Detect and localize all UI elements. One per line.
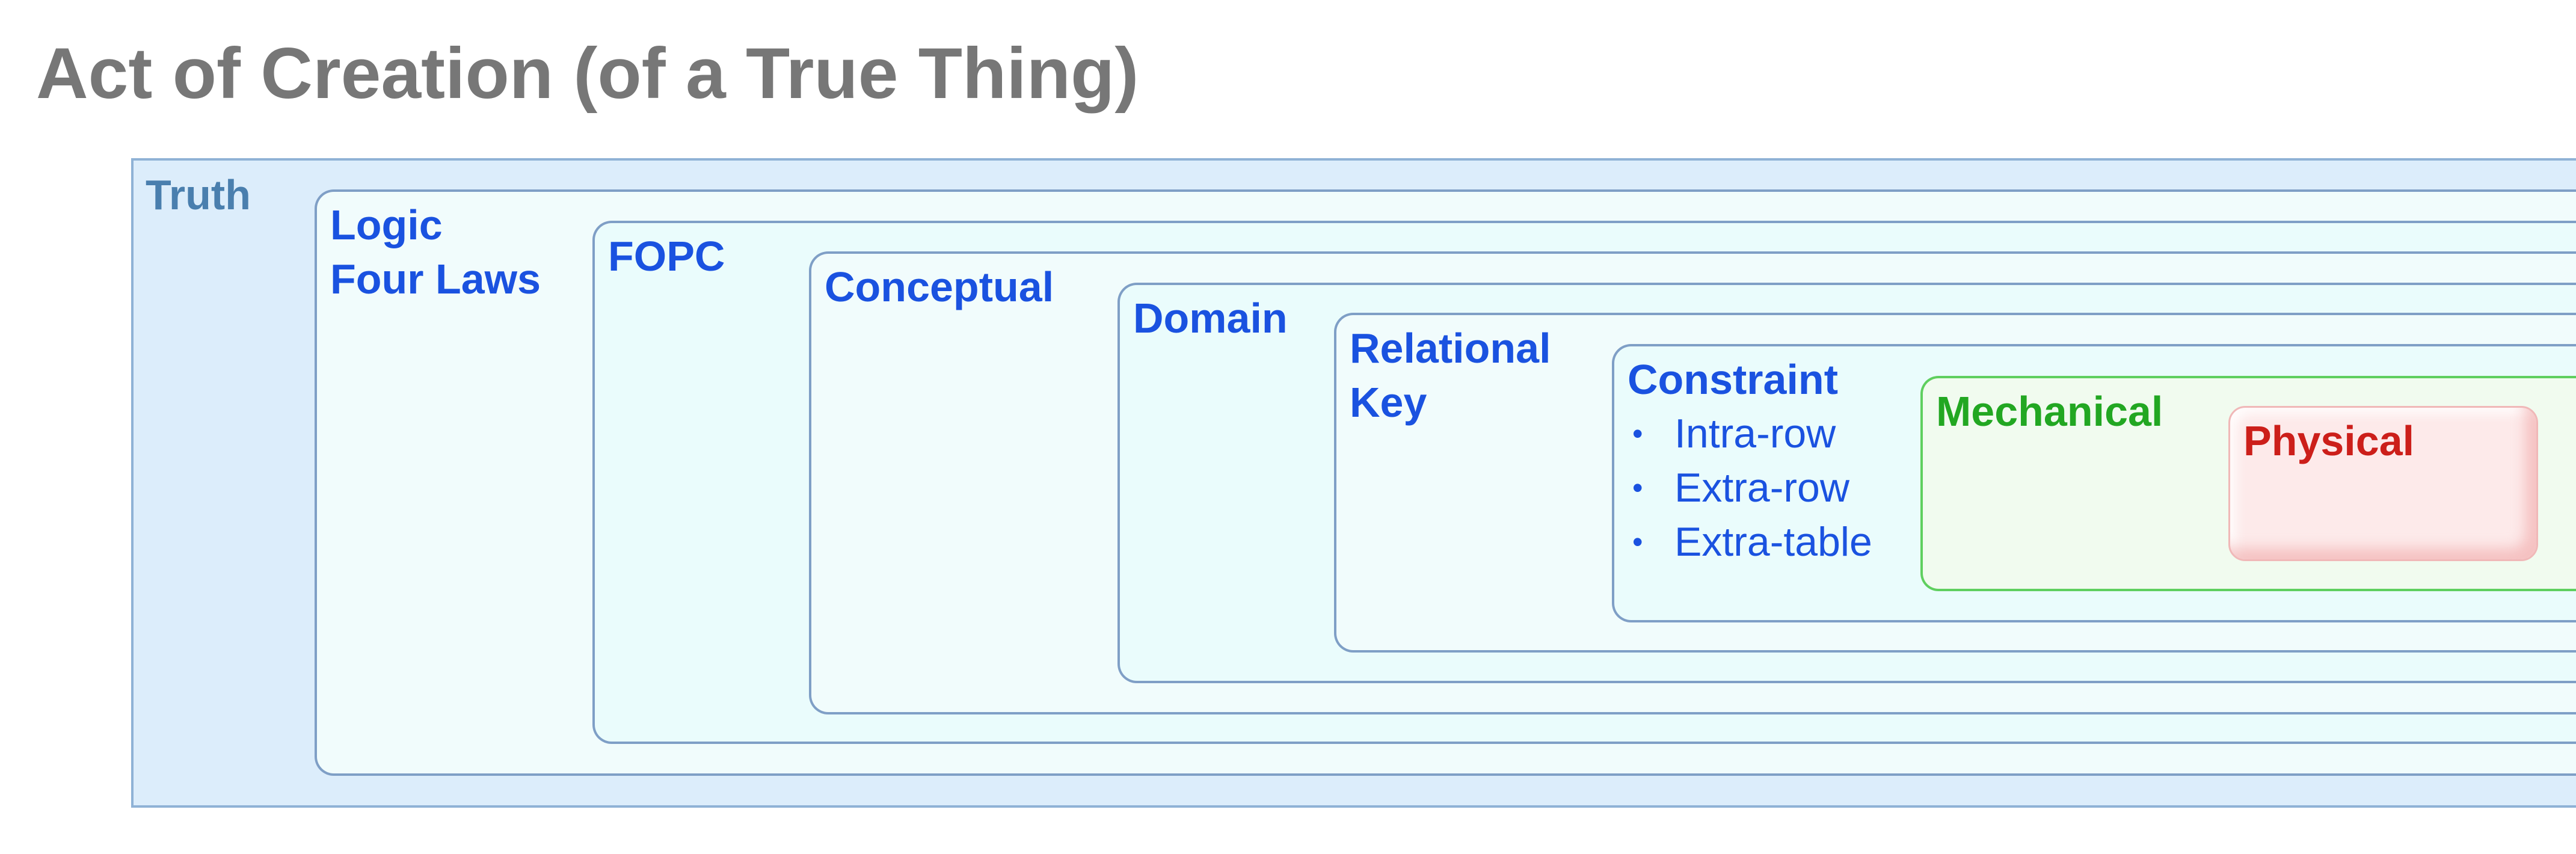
list-item: • Extra-row [1628,461,1872,515]
relational-label-line-2: Key [1350,379,1427,426]
bullet-icon: • [1632,525,1643,559]
domain-label: Domain [1133,295,1288,342]
logic-label: Logic Four Laws [330,198,541,306]
relational-label: Relational Key [1350,321,1551,429]
constraint-bullet-list: • Intra-row • Extra-row • Extra-table [1628,407,1872,569]
bullet-icon: • [1632,471,1643,505]
bullet-text: Extra-row [1674,465,1849,511]
constraint-label: Constraint [1628,356,1838,403]
bullet-text: Extra-table [1674,519,1872,565]
physical-box: Physical [2228,406,2538,561]
logic-label-line-2: Four Laws [330,256,541,303]
diagram-title: Act of Creation (of a True Thing) [36,33,1139,114]
list-item: • Intra-row [1628,407,1872,461]
logic-label-line-1: Logic [330,201,443,248]
fopc-label: FOPC [608,233,725,280]
truth-label: Truth [146,171,251,218]
bullet-text: Intra-row [1674,411,1836,456]
physical-label: Physical [2243,417,2415,464]
relational-label-line-1: Relational [1350,325,1551,372]
list-item: • Extra-table [1628,515,1872,569]
mechanical-label: Mechanical [1936,388,2163,435]
bullet-icon: • [1632,417,1643,450]
conceptual-label: Conceptual [825,263,1054,310]
